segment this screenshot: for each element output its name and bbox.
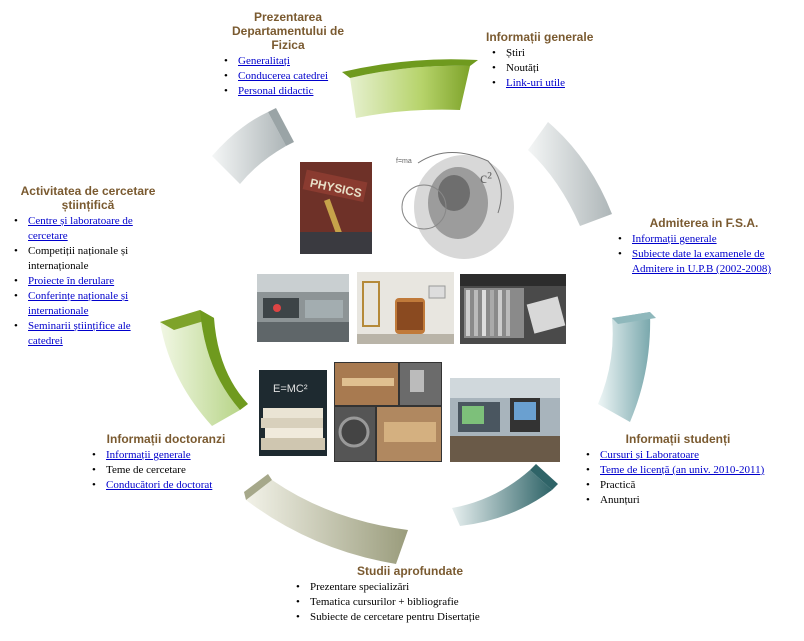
section-informatii-studenti: Informații studenți Cursuri și Laboratoa… <box>580 432 776 508</box>
list-item[interactable]: Informații generale <box>92 448 246 463</box>
list-item: Subiecte de cercetare pentru Disertație <box>296 610 530 625</box>
svg-text:c²: c² <box>480 170 492 187</box>
link-teme-licenta[interactable]: Teme de licență (an univ. 2010-2011) <box>600 464 765 476</box>
library-photo <box>460 274 566 344</box>
ring-segment-bottom-right <box>452 470 552 526</box>
ring-segment-bottom <box>246 480 408 564</box>
coil-experiment-photo <box>357 272 454 344</box>
section-title: Informații doctoranzi <box>106 432 226 446</box>
link-generalitati[interactable]: Generalitați <box>238 55 290 67</box>
link-personal-didactic[interactable]: Personal didactic <box>238 85 314 97</box>
section-title: Studii aprofundate <box>357 564 463 578</box>
link-seminarii[interactable]: Seminarii științifice ale catedrei <box>28 320 131 347</box>
link-conferinte[interactable]: Conferințe naționale și internationale <box>28 290 129 317</box>
books-blackboard-photo: E=MC² <box>259 370 327 456</box>
link-doctoranzi-informatii-generale[interactable]: Informații generale <box>106 449 191 461</box>
link-cursuri-laboratoare[interactable]: Cursuri și Laboratoare <box>600 449 699 461</box>
section-title: Activitatea de cercetare științifică <box>20 184 156 212</box>
optics-collage-photo <box>334 362 442 462</box>
list-item[interactable]: Link-uri utile <box>492 76 626 91</box>
link-centre-laboratoare[interactable]: Centre și laboratoare de cercetare <box>28 215 133 242</box>
link-conducerea-catedrei[interactable]: Conducerea catedrei <box>238 70 329 82</box>
list-item: Tematica cursurilor + bibliografie <box>296 595 530 610</box>
section-title: Informații generale <box>486 30 594 44</box>
section-prezentarea: Prezentarea Departamentului de Fizica Ge… <box>218 10 358 99</box>
list-item: Practică <box>586 478 776 493</box>
link-proiecte-derulare[interactable]: Proiecte în derulare <box>28 275 115 287</box>
list-item: Competiții naționale și internaționale <box>14 244 168 274</box>
list-item: Știri <box>492 46 626 61</box>
list-item[interactable]: Proiecte în derulare <box>14 274 168 289</box>
list-item[interactable]: Conducători de doctorat <box>92 478 246 493</box>
ring-segment-top <box>350 65 470 118</box>
link-subiecte-admitere[interactable]: Subiecte date la examenele de Admitere i… <box>632 248 772 275</box>
section-informatii-doctoranzi: Informații doctoranzi Informații general… <box>86 432 246 493</box>
ring-segment-left <box>160 310 240 426</box>
list-item[interactable]: Centre și laboratoare de cercetare <box>14 214 168 244</box>
list-item[interactable]: Cursuri și Laboratoare <box>586 448 776 463</box>
list-item[interactable]: Informații generale <box>618 232 796 247</box>
section-title: Admiterea in F.S.A. <box>649 216 759 230</box>
oscilloscope-photo <box>450 378 560 462</box>
physics-book-photo: PHYSICS <box>300 162 372 254</box>
lab-equipment-photo <box>257 274 349 342</box>
section-title: Informații studenți <box>625 432 731 446</box>
scientist-sketch-photo: c² f=ma <box>388 143 524 263</box>
list-item[interactable]: Generalitați <box>224 54 358 69</box>
list-item[interactable]: Teme de licență (an univ. 2010-2011) <box>586 463 776 478</box>
list-item: Anunțuri <box>586 493 776 508</box>
section-activitatea-cercetare: Activitatea de cercetare științifică Cen… <box>8 184 168 349</box>
section-studii-aprofundate: Studii aprofundate Prezentare specializă… <box>290 564 530 625</box>
blackboard-label: E=MC² <box>273 383 308 395</box>
list-item[interactable]: Personal didactic <box>224 84 358 99</box>
link-link-uri-utile[interactable]: Link-uri utile <box>506 77 565 89</box>
section-informatii-generale: Informații generale Știri Noutăți Link-u… <box>486 30 626 91</box>
ring-segment-top-left <box>212 112 286 184</box>
list-item[interactable]: Seminarii științifice ale catedrei <box>14 319 168 349</box>
link-conducatori-doctorat[interactable]: Conducători de doctorat <box>106 479 213 491</box>
svg-text:f=ma: f=ma <box>396 158 412 165</box>
list-item[interactable]: Subiecte date la examenele de Admitere i… <box>618 247 796 277</box>
list-item: Prezentare specializări <box>296 580 530 595</box>
list-item[interactable]: Conferințe naționale și internationale <box>14 289 168 319</box>
link-admitere-informatii-generale[interactable]: Informații generale <box>632 233 717 245</box>
section-admiterea: Admiterea in F.S.A. Informații generale … <box>612 216 796 277</box>
list-item: Teme de cercetare <box>92 463 246 478</box>
ring-segment-top-right <box>528 122 612 226</box>
section-title: Prezentarea Departamentului de Fizica <box>231 10 345 52</box>
list-item[interactable]: Conducerea catedrei <box>224 69 358 84</box>
list-item: Noutăți <box>492 61 626 76</box>
ring-segment-right <box>598 312 651 422</box>
